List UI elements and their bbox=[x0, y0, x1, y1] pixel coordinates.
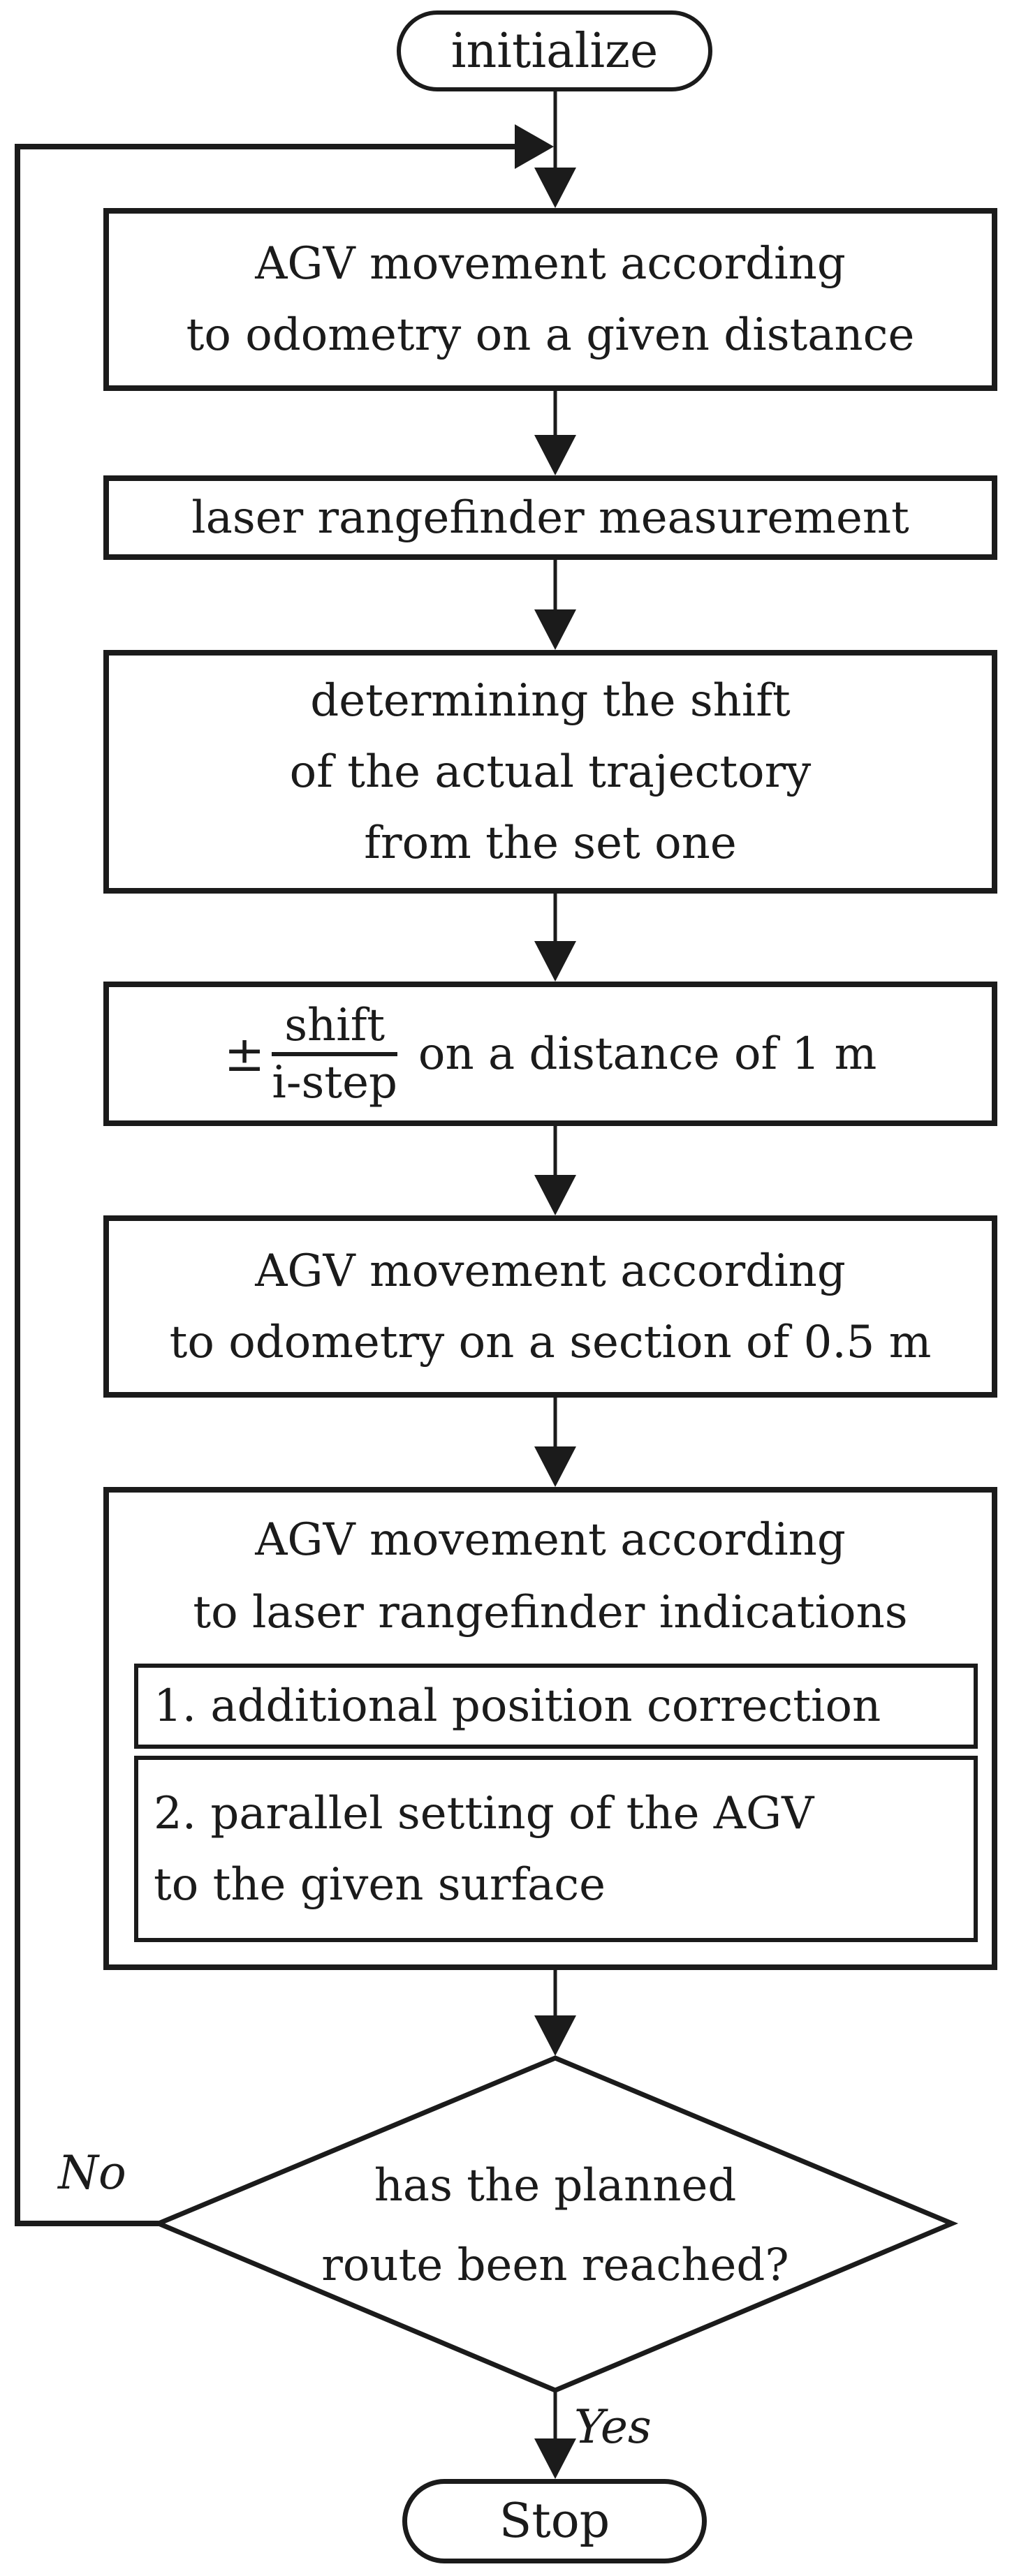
process-box-shift-determination: determining the shift of the actual traj… bbox=[103, 650, 997, 894]
text-line: 2. parallel setting of the AGV bbox=[154, 1787, 814, 1840]
text-line: has the planned bbox=[374, 2160, 737, 2212]
arrow-down-3-icon bbox=[534, 609, 576, 650]
text-line: AGV movement according bbox=[255, 1245, 846, 1297]
decision-label: has the planned route been reached? bbox=[241, 2128, 870, 2323]
yes-label: Yes bbox=[574, 2400, 652, 2454]
text-line: AGV movement according bbox=[255, 1514, 846, 1566]
text-line: to laser rangefinder indications bbox=[193, 1587, 908, 1638]
process-box-odometry-distance: AGV movement according to odometry on a … bbox=[103, 208, 997, 391]
end-node: Stop bbox=[402, 2479, 707, 2563]
fraction-bar-icon bbox=[272, 1051, 397, 1056]
formula-numerator: shift bbox=[284, 999, 386, 1051]
formula-fraction: shift i-step bbox=[272, 999, 397, 1109]
arrow-down-2-icon bbox=[534, 435, 576, 475]
arrow-down-7-icon bbox=[534, 2015, 576, 2056]
text-line: to the given surface bbox=[154, 1858, 606, 1911]
formula-suffix: on a distance of 1 m bbox=[418, 1028, 877, 1080]
text-line: 1. additional position correction bbox=[154, 1680, 881, 1732]
text-line: from the set one bbox=[364, 817, 737, 869]
text-line: to odometry on a given distance bbox=[186, 309, 915, 361]
text-line: of the actual trajectory bbox=[289, 746, 812, 798]
text-line: laser rangefinder measurement bbox=[191, 491, 909, 544]
text-line: AGV movement according bbox=[255, 238, 846, 290]
no-loop-line bbox=[15, 144, 515, 2226]
start-node: initialize bbox=[397, 10, 712, 91]
start-label: initialize bbox=[450, 23, 659, 79]
arrow-down-1-icon bbox=[534, 168, 576, 208]
correction-formula: ± shift i-step on a distance of 1 m bbox=[224, 999, 877, 1109]
junction-arrowhead-right-icon bbox=[515, 124, 554, 169]
subprocess-box-1: 1. additional position correction bbox=[134, 1664, 978, 1749]
laser-following-heading: AGV movement according to laser rangefin… bbox=[109, 1493, 992, 1649]
no-label: No bbox=[58, 2146, 126, 2200]
text-line: route been reached? bbox=[321, 2240, 789, 2291]
formula-denominator: i-step bbox=[272, 1056, 397, 1109]
arrow-down-8-icon bbox=[534, 2438, 576, 2479]
subprocess-box-2: 2. parallel setting of the AGV to the gi… bbox=[134, 1756, 978, 1942]
arrow-down-6-icon bbox=[534, 1446, 576, 1487]
process-box-correction-step: ± shift i-step on a distance of 1 m bbox=[103, 982, 997, 1126]
arrow-down-4-icon bbox=[534, 941, 576, 982]
process-box-laser-measurement: laser rangefinder measurement bbox=[103, 475, 997, 560]
text-line: to odometry on a section of 0.5 m bbox=[169, 1316, 932, 1368]
process-box-odometry-section: AGV movement according to odometry on a … bbox=[103, 1215, 997, 1398]
arrow-down-5-icon bbox=[534, 1175, 576, 1215]
end-label: Stop bbox=[499, 2494, 610, 2549]
text-line: determining the shift bbox=[310, 674, 791, 727]
formula-plus-minus: ± bbox=[223, 1025, 265, 1083]
process-box-laser-following: AGV movement according to laser rangefin… bbox=[103, 1487, 997, 1970]
